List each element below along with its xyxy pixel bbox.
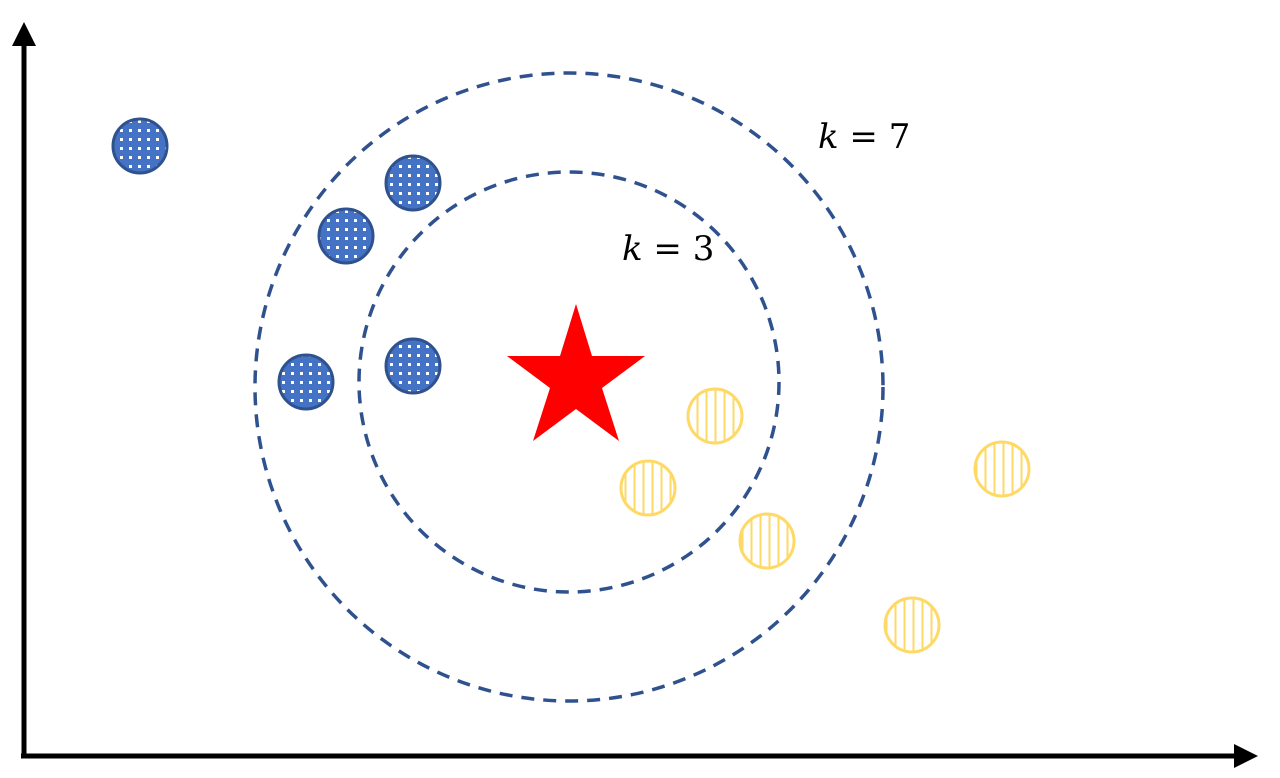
class-b-point bbox=[738, 512, 796, 570]
class-a-point bbox=[317, 207, 375, 265]
class-a-points bbox=[111, 117, 442, 411]
class-b-point bbox=[686, 387, 744, 445]
ring-k3-eq: = 3 bbox=[643, 229, 715, 269]
class-b-point bbox=[619, 459, 677, 517]
ring-k7 bbox=[253, 71, 885, 703]
class-a-point bbox=[277, 353, 335, 411]
ring-k7-eq: = 7 bbox=[839, 117, 911, 157]
y-axis-arrow-icon bbox=[12, 22, 36, 46]
x-axis-arrow-icon bbox=[1234, 744, 1258, 768]
class-b-point bbox=[973, 440, 1031, 498]
class-b-points bbox=[619, 387, 1031, 654]
ring-k7-var: k bbox=[818, 117, 839, 157]
ring-k3-label: k = 3 bbox=[622, 229, 714, 269]
query-star-icon bbox=[507, 304, 645, 441]
ring-k7-label: k = 7 bbox=[818, 117, 910, 157]
ring-k3-var: k bbox=[622, 229, 643, 269]
ring-k3 bbox=[357, 170, 781, 594]
class-a-point bbox=[384, 337, 442, 395]
class-a-point bbox=[384, 154, 442, 212]
class-b-point bbox=[883, 596, 941, 654]
class-a-point bbox=[111, 117, 169, 175]
axes bbox=[12, 22, 1258, 768]
